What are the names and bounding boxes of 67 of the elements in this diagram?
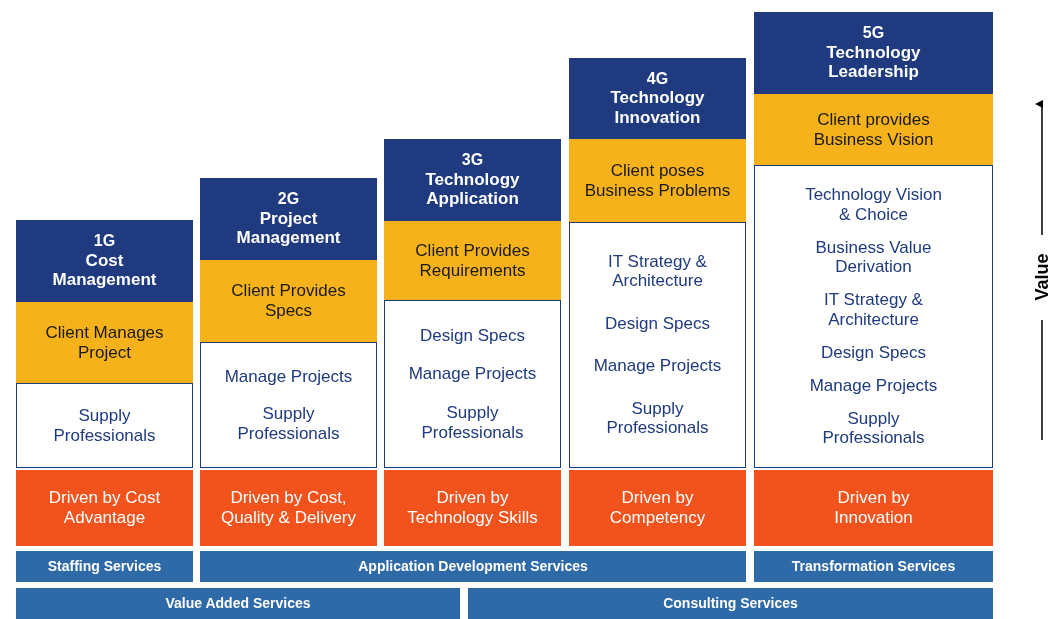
service-band [16, 588, 460, 619]
box-text: Manage Projects [224, 366, 353, 387]
generation-title: Project Management [235, 208, 342, 248]
box-text: Transformation Services [791, 558, 956, 575]
box-text: Design Specs [821, 342, 926, 363]
box-text: Consulting Services [663, 595, 798, 612]
generation-header [200, 178, 377, 260]
box-text: Supply Professionals [236, 404, 341, 444]
box-text: Design Specs [420, 325, 525, 346]
driver-box [200, 470, 377, 546]
box-text: Supply Professionals [52, 405, 157, 446]
box-text: Supply Professionals [605, 398, 710, 439]
service-band [468, 588, 993, 619]
service-scope-box [384, 300, 561, 468]
driver-box [16, 470, 193, 546]
service-scope-box [16, 383, 193, 468]
box-text: Business Value Derivation [814, 237, 933, 277]
service-scope-box [569, 222, 746, 468]
box-text: Driven by Innovation [833, 488, 914, 528]
generation-title: Cost Management [51, 250, 158, 290]
box-text: IT Strategy & Architecture [823, 290, 924, 330]
box-text: Manage Projects [408, 364, 537, 384]
client-role-box [754, 94, 993, 165]
axis-label: Value [1031, 253, 1053, 301]
box-text: Driven by Technology Skills [406, 488, 539, 528]
driver-box [569, 470, 746, 546]
box-text: Value Added Services [165, 595, 311, 612]
generation-number: 3G [461, 151, 484, 170]
generation-number: 4G [646, 69, 669, 89]
service-band [16, 551, 193, 582]
box-text: Driven by Competency [608, 488, 707, 528]
box-text: Supply Professionals [420, 402, 525, 443]
driver-box [384, 470, 561, 546]
box-text: Client Provides Requirements [414, 240, 531, 281]
generation-title: Technology Leadership [825, 42, 922, 82]
generation-number: 2G [277, 190, 300, 209]
service-scope-box [200, 342, 377, 468]
box-text: Manage Projects [593, 356, 722, 376]
box-text: Design Specs [605, 313, 710, 334]
box-text: Supply Professionals [821, 408, 926, 448]
client-role-box [569, 139, 746, 222]
service-band [200, 551, 746, 582]
client-role-box [200, 260, 377, 342]
box-text: Application Development Services [358, 558, 588, 575]
generation-number: 5G [862, 24, 885, 43]
client-role-box [16, 302, 193, 383]
generation-header [384, 139, 561, 221]
generation-title: Technology Innovation [609, 88, 706, 128]
box-text: Driven by Cost Advantage [47, 488, 162, 528]
service-scope-box [754, 165, 993, 468]
box-text: Technology Vision & Choice [804, 185, 943, 225]
client-role-box [384, 221, 561, 300]
box-text: Client Manages Project [44, 322, 165, 363]
box-text: Driven by Cost, Quality & Delivery [219, 488, 358, 528]
box-text: IT Strategy & Architecture [607, 251, 708, 292]
generation-header [16, 220, 193, 302]
generation-number: 1G [93, 232, 116, 251]
box-text: Staffing Services [47, 558, 162, 575]
generation-title: Technology Application [424, 169, 521, 209]
box-text: Client provides Business Vision [812, 109, 935, 150]
service-band [754, 551, 993, 582]
box-text: Client poses Business Problems [583, 160, 732, 201]
box-text: Client Provides Specs [230, 281, 347, 321]
generation-header [754, 12, 993, 94]
generation-header [569, 58, 746, 139]
driver-box [754, 470, 993, 546]
box-text: Manage Projects [809, 375, 938, 396]
